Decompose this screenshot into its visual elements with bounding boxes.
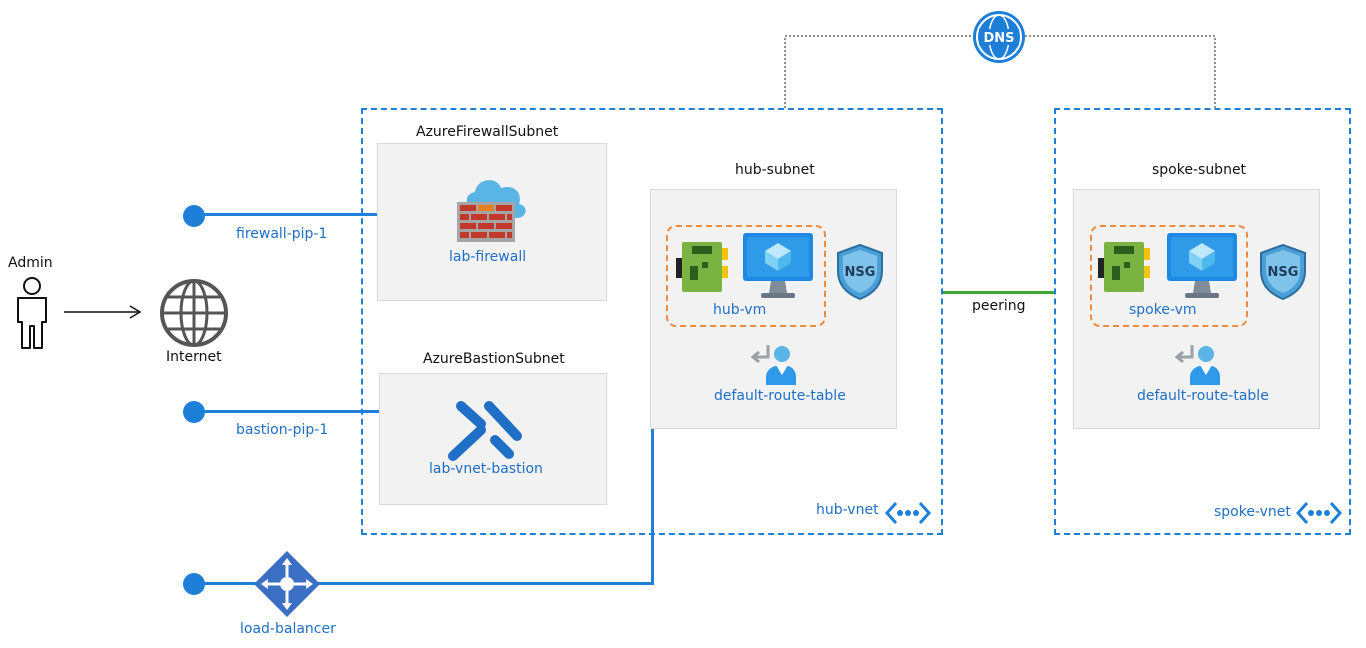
bastion-pip-line [194,410,380,413]
hub-vnet-label: hub-vnet [816,502,879,518]
firewall-pip-label: firewall-pip-1 [236,226,328,242]
hub-subnet [650,189,897,429]
peering-line [943,291,1055,294]
hub-vm-label: hub-vm [713,302,767,318]
load-balancer-riser [651,428,654,585]
admin-to-internet-arrow [64,305,142,319]
nic-icon [676,240,730,294]
vnet-icon [884,500,932,526]
route-table-icon [750,343,800,387]
hub-subnet-title: hub-subnet [735,162,815,178]
bastion-subnet-title: AzureBastionSubnet [423,351,565,367]
hub-vm-group [666,225,826,327]
spoke-subnet [1073,189,1320,429]
bastion-resource-label: lab-vnet-bastion [429,461,543,477]
internet-label: Internet [166,349,222,365]
load-balancer-label: load-balancer [240,621,336,637]
bastion-pip-label: bastion-pip-1 [236,422,329,438]
dns-connector [784,35,1216,108]
hub-vnet-boundary [361,108,943,535]
spoke-vm-label: spoke-vm [1129,302,1197,318]
vnet-icon [1295,500,1343,526]
peering-label: peering [972,298,1026,314]
spoke-vnet-boundary [1054,108,1351,535]
load-balancer-line [194,582,654,585]
firewall-subnet-title: AzureFirewallSubnet [416,124,559,140]
spoke-nsg-label: NSG [1268,265,1299,280]
firewall-resource-label: lab-firewall [449,249,527,265]
firewall-icon [455,172,531,244]
admin-label: Admin [8,255,53,271]
load-balancer-icon [252,549,322,619]
spoke-subnet-title: spoke-subnet [1152,162,1247,178]
dns-label: DNS [983,31,1014,46]
nic-icon [1098,240,1152,294]
spoke-route-table-label: default-route-table [1137,388,1269,404]
firewall-pip-endpoint [183,205,205,227]
firewall-pip-line [194,213,380,216]
vm-icon [743,233,813,301]
hub-nsg-label: NSG [845,265,876,280]
hub-route-table-label: default-route-table [714,388,846,404]
vm-icon [1167,233,1237,301]
route-table-icon [1174,343,1224,387]
user-icon [12,276,52,350]
spoke-vm-group [1090,225,1248,327]
globe-icon [158,277,230,349]
dns-icon: DNS [971,9,1027,65]
nsg-icon: NSG [836,243,884,301]
spoke-vnet-label: spoke-vnet [1214,504,1291,520]
nsg-icon: NSG [1259,243,1307,301]
bastion-icon [447,400,523,462]
